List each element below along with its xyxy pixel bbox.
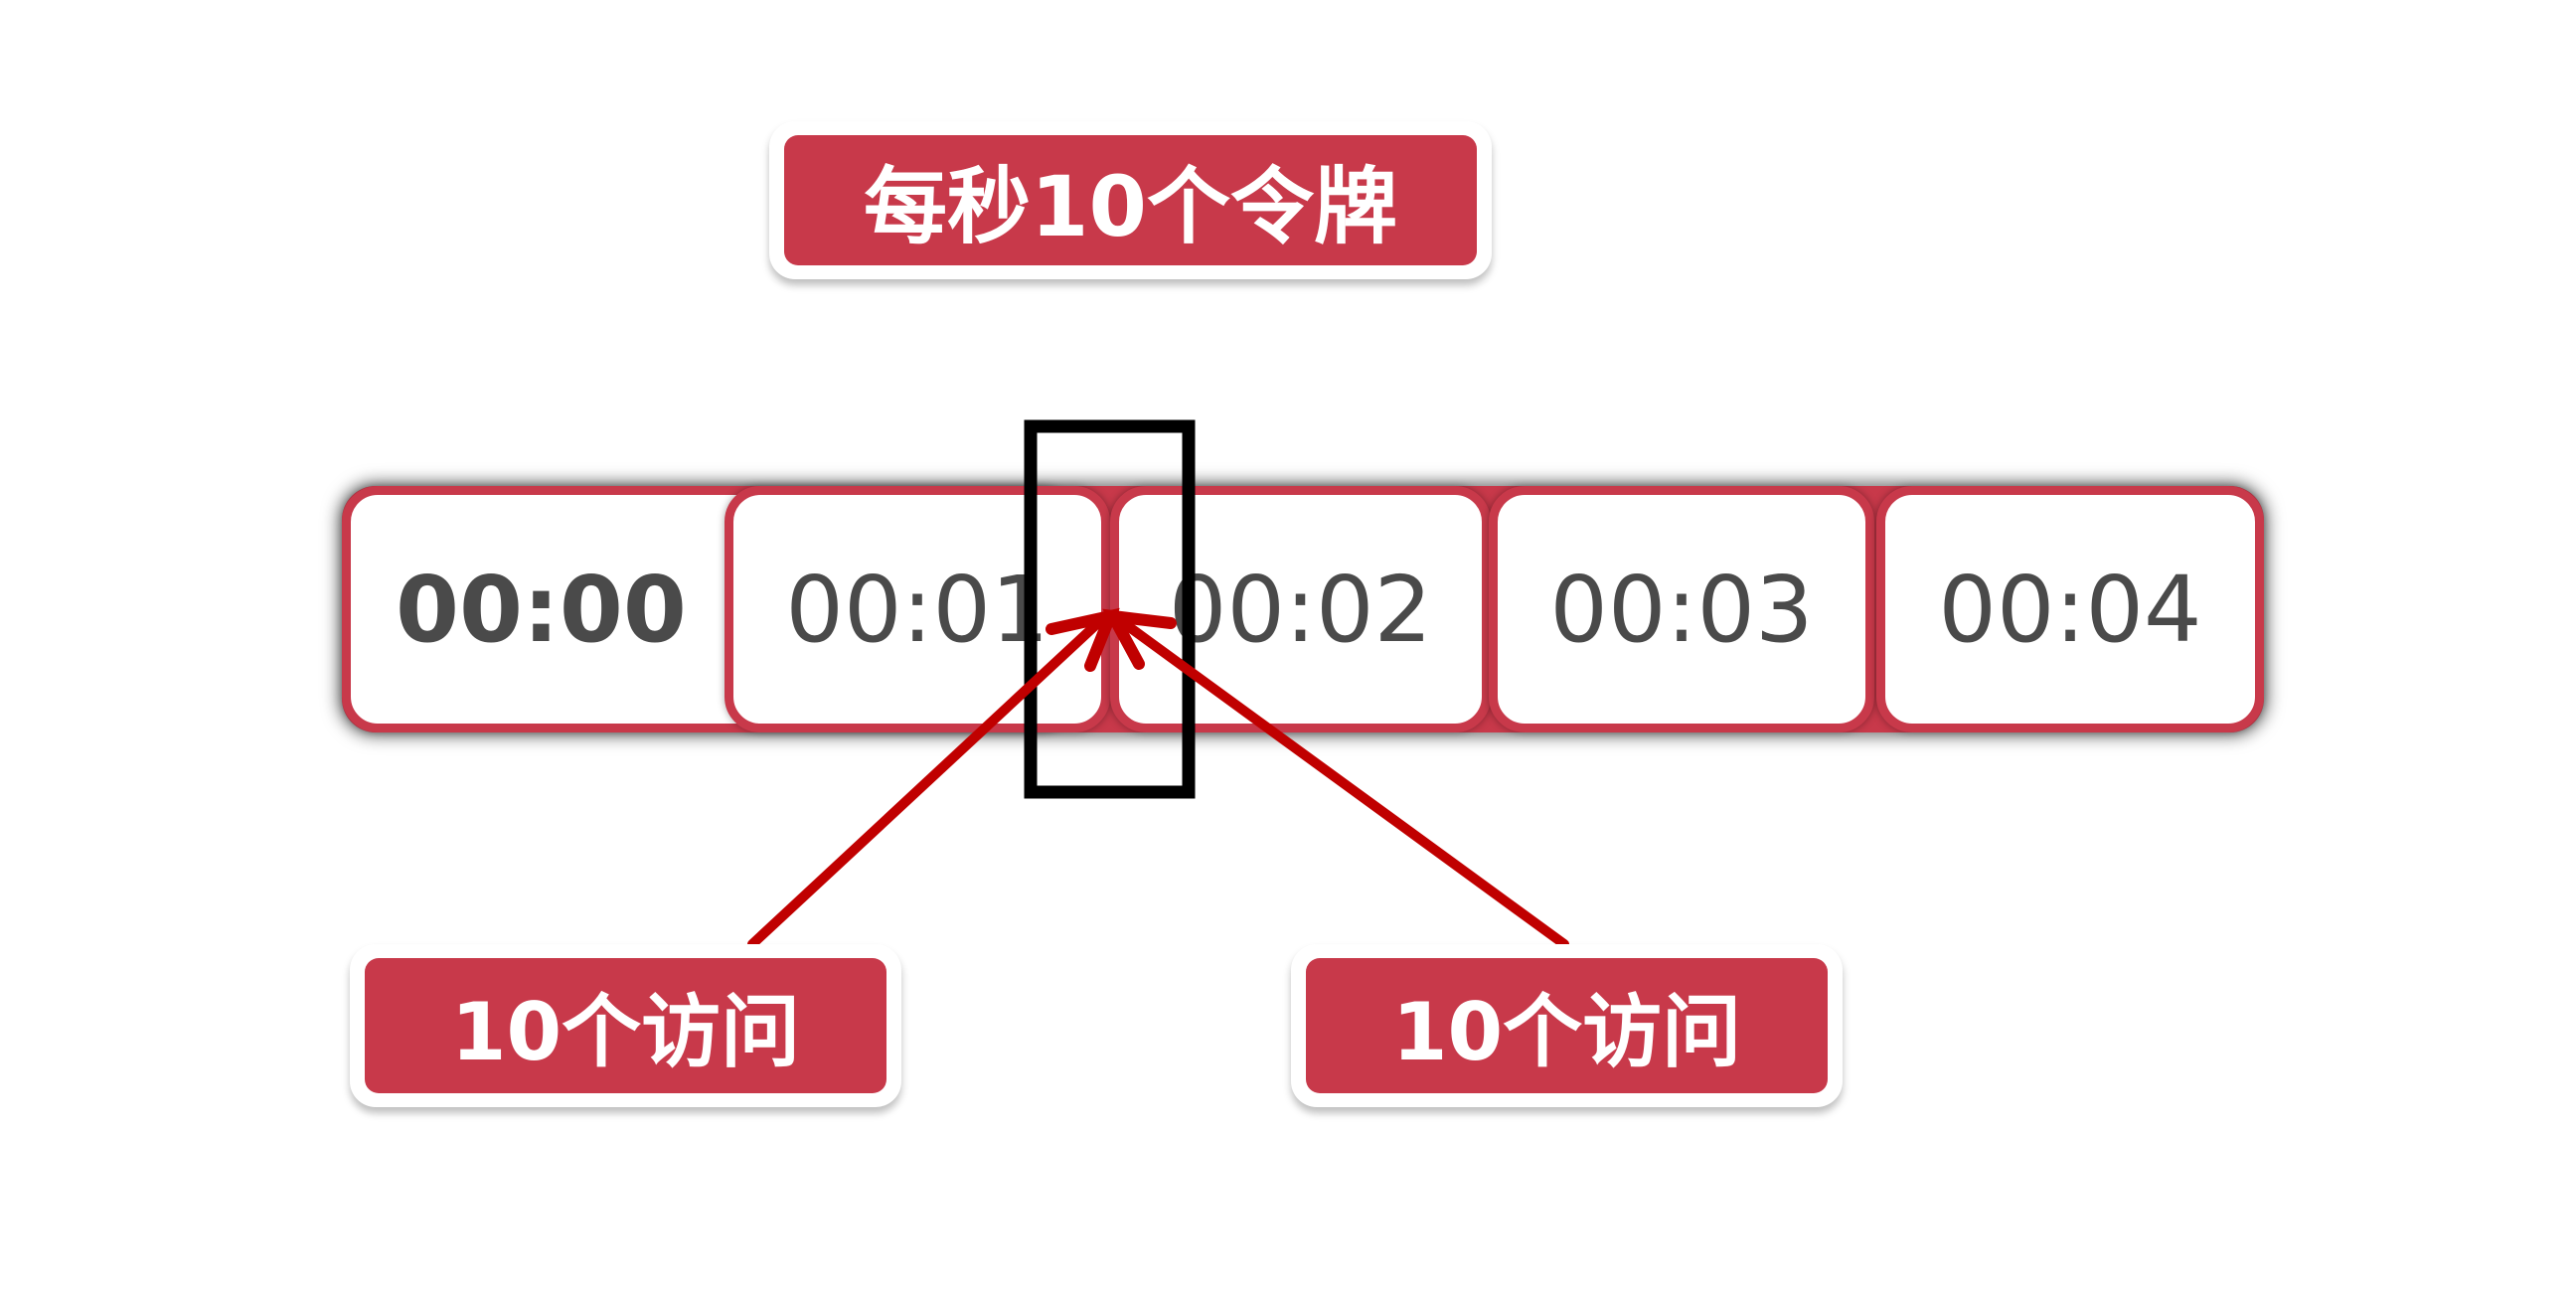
time-slot-4: 00:04 — [1876, 486, 2264, 732]
time-slot-3: 00:03 — [1489, 486, 1874, 732]
request-text: 10个访问 — [1306, 958, 1828, 1093]
time-slot-2: 00:02 — [1110, 486, 1491, 732]
right-arrowhead — [1102, 608, 1177, 670]
time-slot-1: 00:01 — [724, 486, 1110, 732]
arrows — [747, 607, 1569, 949]
request-label-left: 10个访问 — [350, 944, 901, 1107]
request-label-right: 10个访问 — [1291, 944, 1843, 1107]
time-window-box — [1024, 419, 1196, 799]
title-text: 每秒10个令牌 — [784, 135, 1477, 265]
request-text: 10个访问 — [365, 958, 886, 1093]
left-arrow — [747, 613, 1108, 949]
right-arrow — [1112, 613, 1569, 949]
title-label: 每秒10个令牌 — [769, 121, 1492, 279]
